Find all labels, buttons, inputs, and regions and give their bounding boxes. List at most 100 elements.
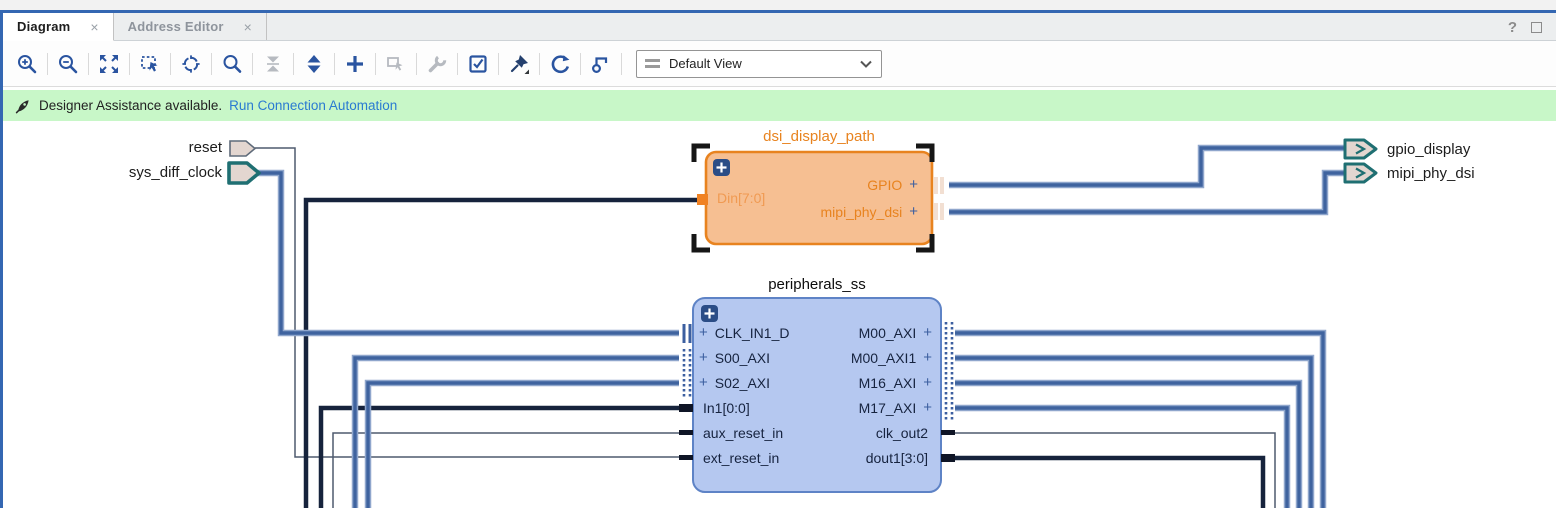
block-pin-clk-out2[interactable]: clk_out2 [875, 425, 928, 441]
pin-stub-dout1[interactable] [941, 454, 955, 462]
wire-reset-to-ext-reset-in[interactable] [255, 147, 680, 458]
validate-design-button[interactable] [464, 49, 492, 79]
expand-pin-icon[interactable]: + [923, 324, 932, 341]
wire-clk-out2[interactable] [955, 432, 1276, 508]
interface-pin-bars [682, 324, 692, 343]
wire-m16-axi[interactable] [955, 381, 1301, 508]
close-icon[interactable]: × [90, 18, 99, 35]
view-selector-dropdown[interactable]: Default View [636, 49, 882, 78]
block-pin-aux-reset-in[interactable]: aux_reset_in [703, 425, 784, 441]
diagram-canvas[interactable]: reset sys_diff_clock gpio_display mipi_p… [3, 121, 1556, 508]
help-icon[interactable]: ? [1507, 18, 1517, 36]
autofit-target-button[interactable] [177, 49, 205, 79]
expand-all-icon [307, 54, 321, 73]
port-sys-diff-clock[interactable] [227, 161, 261, 185]
expand-pin-icon[interactable]: + [909, 203, 918, 220]
block-pin-s00-axi[interactable]: +S00_AXI [699, 349, 771, 366]
expand-pin-icon[interactable]: + [699, 374, 708, 391]
block-pin-mipi-phy-dsi[interactable]: mipi_phy_dsi+ [820, 203, 918, 220]
wire-gpio[interactable] [949, 146, 1345, 187]
block-title-peripherals-ss[interactable]: peripherals_ss [768, 276, 866, 293]
pin-stub-in1[interactable] [679, 404, 693, 412]
external-port-label-reset[interactable]: reset [188, 139, 222, 156]
zoom-fit-icon [100, 54, 118, 73]
wire-mipi-phy-dsi[interactable] [949, 171, 1345, 214]
block-pin-dout1[interactable]: dout1[3:0] [865, 450, 928, 466]
zoom-out-icon [59, 54, 78, 73]
tab-diagram[interactable]: Diagram × [3, 13, 114, 41]
external-port-label-gpio-display[interactable]: gpio_display [1387, 141, 1471, 158]
block-pin-m16-axi[interactable]: M16_AXI+ [858, 374, 932, 391]
wire-sys-diff-clock[interactable] [258, 171, 679, 335]
collapse-all-button[interactable] [259, 49, 287, 79]
float-window-icon[interactable] [1531, 21, 1542, 33]
block-pin-ext-reset-in[interactable]: ext_reset_in [703, 450, 780, 466]
port-reset[interactable] [229, 140, 257, 157]
zoom-to-selection-button[interactable] [136, 49, 164, 79]
tab-address-editor[interactable]: Address Editor × [114, 13, 267, 40]
interface-pin-dots [682, 322, 954, 420]
zoom-in-icon [18, 54, 37, 73]
customize-block-button[interactable] [423, 49, 451, 79]
external-port-label-sys-diff-clock[interactable]: sys_diff_clock [128, 164, 222, 181]
search-button[interactable] [218, 49, 246, 79]
expand-pin-icon[interactable]: + [923, 374, 932, 391]
chevron-icon [1355, 167, 1367, 179]
pin-stub-ext-reset[interactable] [679, 455, 693, 460]
validate-design-icon [469, 54, 487, 73]
autofit-target-icon [182, 54, 200, 73]
expand-pin-icon[interactable]: + [909, 176, 918, 193]
make-external-button[interactable] [382, 49, 410, 79]
block-pin-clk-in1-d[interactable]: +CLK_IN1_D [699, 324, 790, 341]
regenerate-layout-button[interactable] [546, 49, 574, 79]
expand-pin-icon[interactable]: + [699, 324, 708, 341]
pin-stub-aux-reset[interactable] [679, 430, 693, 435]
add-ip-button[interactable] [341, 49, 369, 79]
block-dsi-display-path[interactable] [691, 143, 944, 253]
block-pin-m00-axi1[interactable]: M00_AXI1+ [850, 349, 932, 366]
zoom-in-button[interactable] [13, 49, 41, 79]
diagram-toolbar: Default View [3, 41, 1556, 87]
close-icon[interactable]: × [243, 18, 252, 35]
wire-m00-axi1[interactable] [955, 356, 1313, 508]
block-pin-in1[interactable]: In1[0:0] [703, 400, 750, 416]
block-title-dsi-display-path[interactable]: dsi_display_path [763, 128, 875, 145]
zoom-out-button[interactable] [54, 49, 82, 79]
tab-bar: Diagram × Address Editor × ? [3, 13, 1556, 41]
wire-aux-reset-in[interactable] [332, 432, 680, 508]
port-gpio-display[interactable] [1343, 138, 1378, 160]
external-port-label-mipi-phy-dsi[interactable]: mipi_phy_dsi [1387, 165, 1475, 182]
pin-stub-clk-out2[interactable] [941, 430, 955, 435]
run-connection-automation-link[interactable]: Run Connection Automation [229, 98, 398, 113]
tab-label: Diagram [17, 19, 71, 34]
pin-layout-button[interactable] [505, 49, 533, 79]
block-pin-m17-axi[interactable]: M17_AXI+ [858, 399, 932, 416]
block-pin-gpio[interactable]: GPIO+ [867, 176, 918, 193]
chevron-down-icon [860, 60, 872, 68]
expand-pin-icon[interactable]: + [699, 349, 708, 366]
pin-stub-din[interactable] [697, 194, 708, 205]
expand-pin-icon[interactable]: + [923, 349, 932, 366]
wire-s02-axi[interactable] [366, 381, 679, 508]
wire-din-bus[interactable] [303, 197, 699, 508]
block-pin-s02-axi[interactable]: +S02_AXI [699, 374, 771, 391]
wire-in1-bus[interactable] [318, 405, 680, 508]
collapse-all-icon [267, 56, 279, 71]
wire-dout1-bus[interactable] [955, 455, 1266, 508]
view-selector-label: Default View [669, 56, 742, 71]
pushpin-icon [510, 54, 529, 74]
expand-all-button[interactable] [300, 49, 328, 79]
expand-pin-icon[interactable]: + [923, 399, 932, 416]
block-pin-m00-axi[interactable]: M00_AXI+ [858, 324, 932, 341]
wire-m17-axi[interactable] [955, 406, 1289, 508]
wire-s00-axi[interactable] [353, 356, 679, 508]
block-peripherals-ss[interactable] [679, 297, 955, 493]
optimize-routing-button[interactable] [587, 49, 615, 79]
selection-brackets [691, 143, 935, 253]
panel-frame: Diagram × Address Editor × ? [0, 10, 1556, 508]
wire-m00-axi[interactable] [955, 331, 1325, 508]
block-pin-din[interactable]: Din[7:0] [717, 190, 766, 206]
port-mipi-phy-dsi[interactable] [1343, 162, 1378, 184]
zoom-fit-button[interactable] [95, 49, 123, 79]
